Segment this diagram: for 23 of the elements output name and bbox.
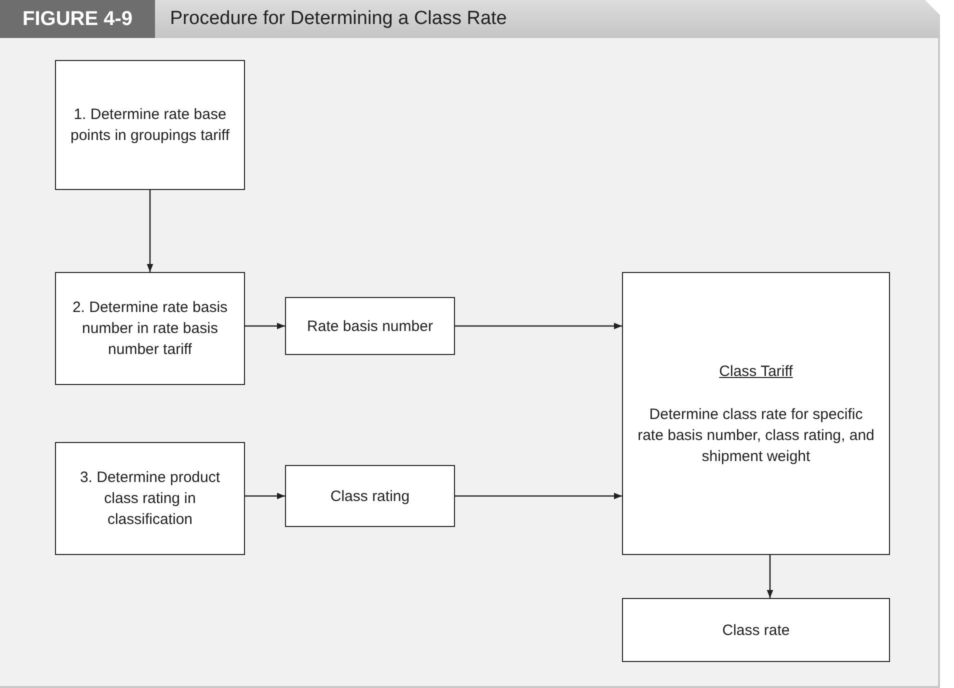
arrow xyxy=(455,322,622,330)
box-text: Class rating xyxy=(330,486,410,506)
box-text: Class rate xyxy=(722,620,790,640)
box-text: 2. Determine rate basis number in rate basis number tariff xyxy=(71,298,229,360)
process-box xyxy=(55,60,245,190)
process-box xyxy=(55,442,245,555)
figure-title: Procedure for Determining a Class Rate xyxy=(170,7,507,31)
process-box xyxy=(622,598,890,662)
process-box xyxy=(55,272,245,385)
arrow xyxy=(455,492,622,500)
process-box xyxy=(622,272,890,555)
process-box xyxy=(285,297,455,355)
arrow xyxy=(146,190,154,272)
box-text: 1. Determine rate base points in groupings tariff xyxy=(70,105,230,146)
arrow xyxy=(245,492,285,500)
arrow xyxy=(245,322,285,330)
box-text: Determine class rate for specific rate basis number, class rating, and shipment weight xyxy=(637,404,875,466)
arrow xyxy=(766,555,774,598)
box-heading: Class Tariff xyxy=(719,362,793,382)
figure-number: FIGURE 4-9 xyxy=(0,0,155,38)
process-box xyxy=(285,465,455,527)
box-text: Rate basis number xyxy=(307,316,433,336)
box-text: 3. Determine product class rating in classification xyxy=(78,468,222,530)
